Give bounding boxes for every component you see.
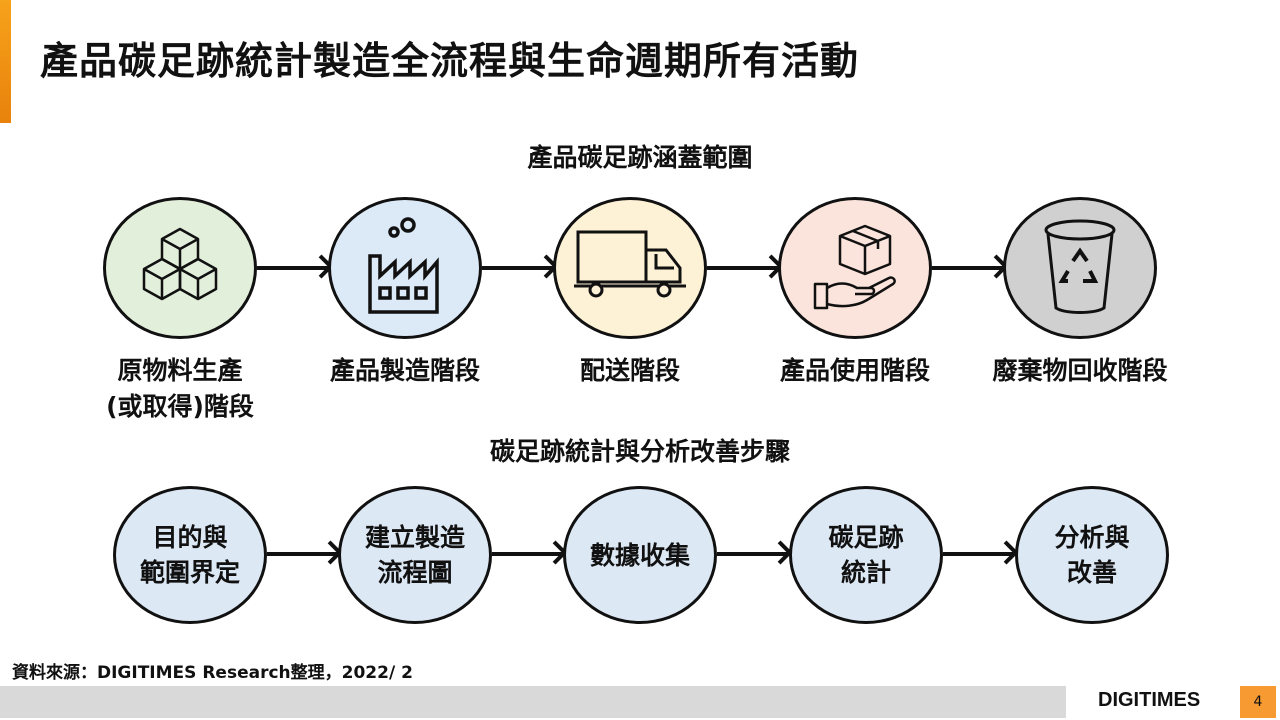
stage-label: 廢棄物回收階段 [992, 356, 1168, 385]
step-label: 數據收集 [589, 540, 690, 570]
arrow-icon [943, 552, 1013, 556]
arrow-icon [482, 266, 553, 270]
accent-bar [0, 0, 11, 123]
recycle-bin-icon [1040, 216, 1120, 320]
hand-box-icon [805, 216, 905, 320]
arrow-icon [717, 552, 787, 556]
source-note: 資料來源：DIGITIMES Research整理，2022/ 2 [12, 663, 413, 683]
step-label: 建立製造 流程圖 [364, 523, 465, 587]
stage-label: 產品使用階段 [779, 356, 930, 385]
stage-label: 原物料生產 (或取得)階段 [106, 356, 254, 421]
digitimes-logo: DIGITIMES [1098, 689, 1201, 711]
factory-icon [360, 216, 450, 320]
cubes-icon [135, 221, 225, 315]
stage-circle [778, 197, 932, 339]
scope-heading: 產品碳足跡涵蓋範圍 [527, 143, 753, 172]
step-circle: 目的與 範圍界定 [113, 486, 267, 624]
step-label: 分析與 改善 [1054, 523, 1130, 587]
step-circle: 分析與 改善 [1015, 486, 1169, 624]
step-circle: 碳足跡 統計 [789, 486, 943, 624]
arrow-icon [492, 552, 562, 556]
arrow-icon [932, 266, 1003, 270]
step-circle: 建立製造 流程圖 [338, 486, 492, 624]
stage-circle [1003, 197, 1157, 339]
step-circle: 數據收集 [563, 486, 717, 624]
page-number: 4 [1240, 686, 1276, 718]
arrow-icon [257, 266, 328, 270]
stage-circle [103, 197, 257, 339]
stage-circle [328, 197, 482, 339]
arrow-icon [707, 266, 778, 270]
truck-icon [570, 226, 690, 310]
page-title: 產品碳足跡統計製造全流程與生命週期所有活動 [40, 39, 860, 83]
stage-label: 產品製造階段 [329, 356, 480, 385]
step-label: 碳足跡 統計 [828, 523, 904, 587]
footer-bar [0, 686, 1066, 718]
steps-heading: 碳足跡統計與分析改善步驟 [489, 437, 790, 466]
stage-label: 配送階段 [579, 356, 680, 385]
step-label: 目的與 範圍界定 [139, 523, 240, 587]
stage-circle [553, 197, 707, 339]
arrow-icon [267, 552, 337, 556]
